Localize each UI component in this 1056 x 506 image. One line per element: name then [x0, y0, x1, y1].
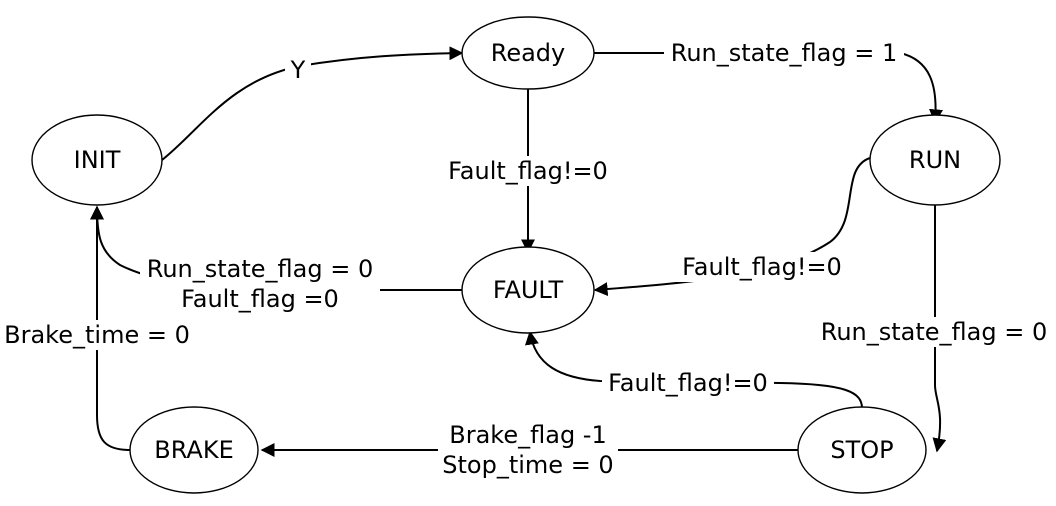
state-stop-label: STOP: [830, 436, 893, 464]
label-stop-to-brake: Brake_flag -1 Stop_time = 0: [438, 420, 618, 480]
label-stop-to-fault: Fault_flag!=0: [602, 368, 774, 398]
svg-text:Y: Y: [290, 56, 306, 84]
svg-text:Fault_flag!=0: Fault_flag!=0: [682, 253, 842, 281]
state-run-label: RUN: [909, 146, 961, 174]
edge-brake-to-init: [90, 205, 131, 451]
label-brake-to-init: Brake_time = 0: [2, 320, 192, 350]
edge-stop-to-fault: [524, 330, 863, 409]
edge-run-to-stop: [932, 204, 947, 453]
state-ready-label: Ready: [491, 39, 566, 67]
state-init-label: INIT: [74, 146, 121, 174]
label-ready-to-fault: Fault_flag!=0: [442, 156, 614, 186]
label-stop-to-brake-line2: Stop_time = 0: [442, 451, 613, 479]
state-brake-label: BRAKE: [154, 436, 234, 464]
state-run: RUN: [869, 114, 1001, 206]
label-fault-to-init-line2: Fault_flag =0: [181, 285, 339, 313]
svg-text:Run_state_flag = 1: Run_state_flag = 1: [671, 39, 898, 67]
svg-text:Fault_flag!=0: Fault_flag!=0: [608, 369, 768, 397]
svg-text:Run_state_flag = 0: Run_state_flag = 0: [821, 318, 1048, 346]
label-fault-to-init-line1: Run_state_flag = 0: [147, 255, 374, 283]
state-brake: BRAKE: [129, 406, 259, 494]
state-fault: FAULT: [461, 246, 595, 334]
label-run-to-fault: Fault_flag!=0: [676, 252, 848, 282]
svg-text:Fault_flag!=0: Fault_flag!=0: [448, 157, 608, 185]
label-init-to-ready: Y: [285, 56, 311, 84]
svg-text:Brake_time = 0: Brake_time = 0: [4, 321, 190, 349]
label-ready-to-run: Run_state_flag = 1: [664, 38, 904, 68]
label-run-to-stop: Run_state_flag = 0: [815, 317, 1053, 347]
label-stop-to-brake-line1: Brake_flag -1: [449, 421, 606, 449]
state-init: INIT: [31, 114, 163, 206]
state-fault-label: FAULT: [493, 276, 564, 304]
state-stop: STOP: [797, 406, 927, 494]
edge-run-to-fault: [593, 157, 871, 297]
label-fault-to-init: Run_state_flag = 0 Fault_flag =0: [140, 254, 380, 316]
state-ready: Ready: [461, 16, 595, 90]
edge-init-to-ready: [161, 46, 464, 161]
